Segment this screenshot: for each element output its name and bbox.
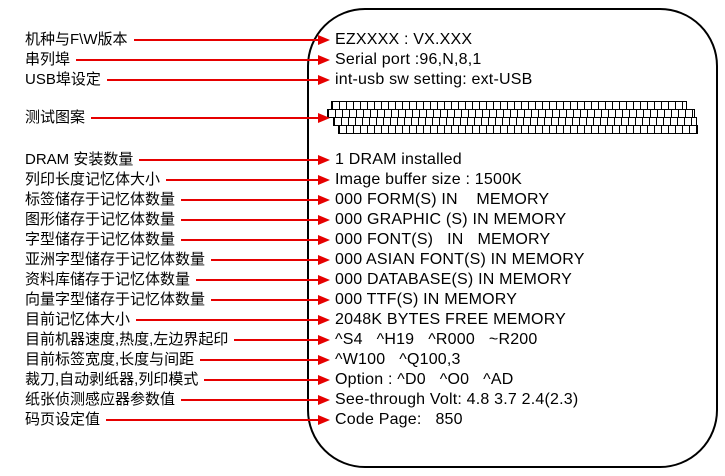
arrow-right-icon <box>318 415 330 425</box>
arrow-line <box>133 39 318 41</box>
callout-label: 向量字型储存于记忆体数量 <box>25 291 206 308</box>
arrow-right-icon <box>318 295 330 305</box>
arrow-line <box>139 159 318 161</box>
callout-row: 列印长度记忆体大小 <box>25 172 330 188</box>
callout-row: 向量字型储存于记忆体数量 <box>25 292 330 308</box>
callout-label: 列印长度记忆体大小 <box>25 171 161 188</box>
callout-row: 亚洲字型储存于记忆体数量 <box>25 252 330 268</box>
printout-line: Option : ^D0 ^O0 ^AD <box>335 371 514 388</box>
printout-line: ^W100 ^Q100,3 <box>335 351 461 368</box>
printout-line: ^S4 ^H19 ^R000 ~R200 <box>335 331 538 348</box>
arrow-line <box>204 379 318 381</box>
callout-row: 码页设定值 <box>25 412 330 428</box>
test-pattern <box>327 101 698 134</box>
callout-label: 机种与F\W版本 <box>25 31 128 48</box>
arrow-line <box>166 179 318 181</box>
printout-line: EZXXXX : VX.XXX <box>335 31 473 48</box>
arrow-right-icon <box>318 55 330 65</box>
printout-line: 000 GRAPHIC (S) IN MEMORY <box>335 211 567 228</box>
callout-label: 标签储存于记忆体数量 <box>25 191 176 208</box>
callout-row: 纸张侦测感应器参数值 <box>25 392 330 408</box>
callout-label: 字型储存于记忆体数量 <box>25 231 176 248</box>
arrow-right-icon <box>318 235 330 245</box>
callout-label: 亚洲字型储存于记忆体数量 <box>25 251 206 268</box>
callout-label: 目前记忆体大小 <box>25 311 131 328</box>
arrow-right-icon <box>318 195 330 205</box>
callout-label: 目前机器速度,热度,左边界起印 <box>25 331 229 348</box>
callout-row: 目前机器速度,热度,左边界起印 <box>25 332 330 348</box>
callout-label: 目前标签宽度,长度与间距 <box>25 351 195 368</box>
arrow-right-icon <box>318 255 330 265</box>
arrow-right-icon <box>318 113 330 123</box>
callout-label: 图形储存于记忆体数量 <box>25 211 176 228</box>
arrow-line <box>181 399 318 401</box>
arrow-line <box>234 339 318 341</box>
arrow-line <box>200 359 318 361</box>
arrow-right-icon <box>318 275 330 285</box>
callout-row: 标签储存于记忆体数量 <box>25 192 330 208</box>
test-pattern-row <box>338 125 698 134</box>
arrow-right-icon <box>318 315 330 325</box>
printout-line: 2048K BYTES FREE MEMORY <box>335 311 567 328</box>
printout-outline <box>307 8 718 468</box>
callout-label: 串列埠 <box>25 51 71 68</box>
callout-label: 码页设定值 <box>25 411 101 428</box>
arrow-line <box>181 199 318 201</box>
arrow-right-icon <box>318 335 330 345</box>
callout-row: 串列埠 <box>25 52 330 68</box>
callout-row: USB埠设定 <box>25 72 330 88</box>
arrow-line <box>181 219 318 221</box>
callout-row: 资料库储存于记忆体数量 <box>25 272 330 288</box>
callout-row: 机种与F\W版本 <box>25 32 330 48</box>
callout-label: DRAM 安装数量 <box>25 151 134 168</box>
callout-row: DRAM 安装数量 <box>25 152 330 168</box>
arrow-right-icon <box>318 215 330 225</box>
printout-line: Image buffer size : 1500K <box>335 171 523 188</box>
callout-row: 目前标签宽度,长度与间距 <box>25 352 330 368</box>
printout-line: int-usb sw setting: ext-USB <box>335 71 533 88</box>
arrow-right-icon <box>318 75 330 85</box>
printout-line: 000 DATABASE(S) IN MEMORY <box>335 271 573 288</box>
printout-line: Code Page: 850 <box>335 411 463 428</box>
callout-row: 字型储存于记忆体数量 <box>25 232 330 248</box>
arrow-right-icon <box>318 355 330 365</box>
arrow-right-icon <box>318 395 330 405</box>
arrow-line <box>181 239 318 241</box>
callout-label: 纸张侦测感应器参数值 <box>25 391 176 408</box>
printout-line: 000 FORM(S) IN MEMORY <box>335 191 550 208</box>
arrow-right-icon <box>318 175 330 185</box>
arrow-line <box>76 59 318 61</box>
callout-row: 目前记忆体大小 <box>25 312 330 328</box>
arrow-right-icon <box>318 35 330 45</box>
arrow-line <box>106 419 318 421</box>
printout-line: 000 TTF(S) IN MEMORY <box>335 291 518 308</box>
callout-label: 裁刀,自动剥纸器,列印模式 <box>25 371 199 388</box>
printout-line: See-through Volt: 4.8 3.7 2.4(2.3) <box>335 391 579 408</box>
callout-row: 测试图案 <box>25 110 330 126</box>
arrow-line <box>106 79 318 81</box>
callout-label: 测试图案 <box>25 109 86 126</box>
arrow-line <box>211 259 318 261</box>
arrow-line <box>211 299 318 301</box>
callout-row: 裁刀,自动剥纸器,列印模式 <box>25 372 330 388</box>
printout-line: 000 FONT(S) IN MEMORY <box>335 231 551 248</box>
arrow-right-icon <box>318 155 330 165</box>
callout-label: 资料库储存于记忆体数量 <box>25 271 191 288</box>
printout-line: 1 DRAM installed <box>335 151 462 168</box>
arrow-line <box>196 279 318 281</box>
callout-row: 图形储存于记忆体数量 <box>25 212 330 228</box>
printout-line: 000 ASIAN FONT(S) IN MEMORY <box>335 251 585 268</box>
printout-line: Serial port :96,N,8,1 <box>335 51 482 68</box>
arrow-line <box>136 319 318 321</box>
arrow-right-icon <box>318 375 330 385</box>
callout-label: USB埠设定 <box>25 71 101 88</box>
arrow-line <box>91 117 318 119</box>
